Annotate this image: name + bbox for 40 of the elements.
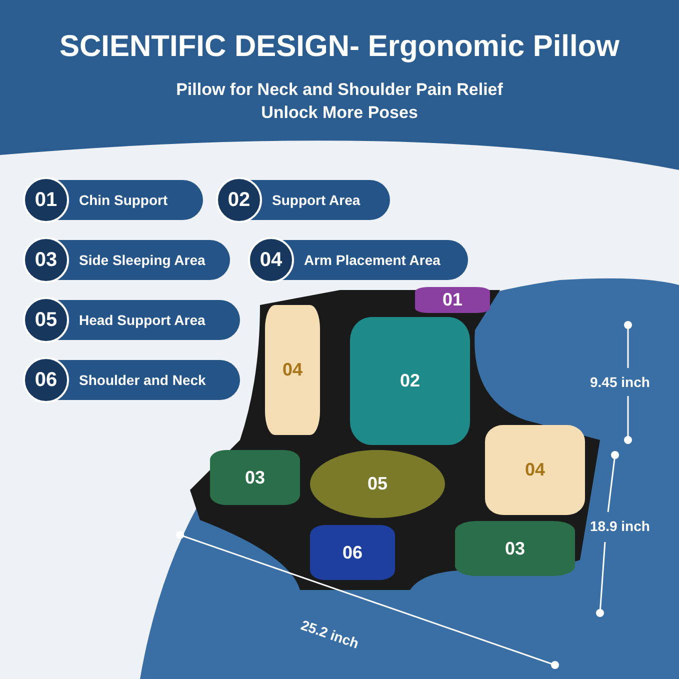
- pillow-zone: [210, 450, 300, 505]
- part-name: Side Sleeping Area: [79, 252, 206, 268]
- part-name: Shoulder and Neck: [79, 372, 206, 388]
- number-badge: 04: [248, 237, 294, 283]
- callout-number: 02: [400, 370, 420, 392]
- number-badge: 03: [23, 237, 69, 283]
- callout-number: 06: [342, 542, 363, 563]
- part-name: Head Support Area: [79, 312, 206, 328]
- dimension-label: 18.9 inch: [590, 518, 650, 534]
- pillow-zone: [310, 525, 395, 580]
- part-name: Chin Support: [79, 192, 168, 208]
- part-name: Arm Placement Area: [304, 252, 440, 268]
- label-pill: [250, 240, 468, 280]
- callout-number: 04: [524, 460, 546, 480]
- dimension-label: 25.2 inch: [299, 616, 361, 652]
- pillow-zone: [415, 287, 490, 313]
- label-pill: [25, 240, 230, 280]
- number-badge: 06: [23, 357, 69, 403]
- callout-number: 04: [282, 360, 303, 380]
- callout-number: 01: [442, 290, 463, 310]
- callout-number: 03: [504, 538, 526, 559]
- label-pill: [25, 300, 240, 340]
- number-badge: 05: [23, 297, 69, 343]
- number-badge: 01: [23, 177, 69, 223]
- number-badge: 02: [216, 177, 262, 223]
- part-name: Support Area: [272, 192, 360, 208]
- callout-number: 03: [244, 467, 266, 488]
- pillow-zone: [455, 521, 575, 576]
- label-pill: [218, 180, 390, 220]
- label-pill: [25, 360, 240, 400]
- pillow-zone: [265, 305, 320, 435]
- pillow-zone: [350, 317, 470, 445]
- label-pill: [25, 180, 203, 220]
- pillow-zone: [310, 450, 445, 518]
- dimension-label: 9.45 inch: [590, 374, 650, 390]
- subtitle: Unlock More Poses: [260, 103, 419, 123]
- callout-number: 05: [367, 474, 388, 494]
- subtitle: Pillow for Neck and Shoulder Pain Relief: [175, 80, 504, 100]
- pillow-zone: [485, 425, 585, 515]
- title: SCIENTIFIC DESIGN- Ergonomic Pillow: [58, 30, 621, 64]
